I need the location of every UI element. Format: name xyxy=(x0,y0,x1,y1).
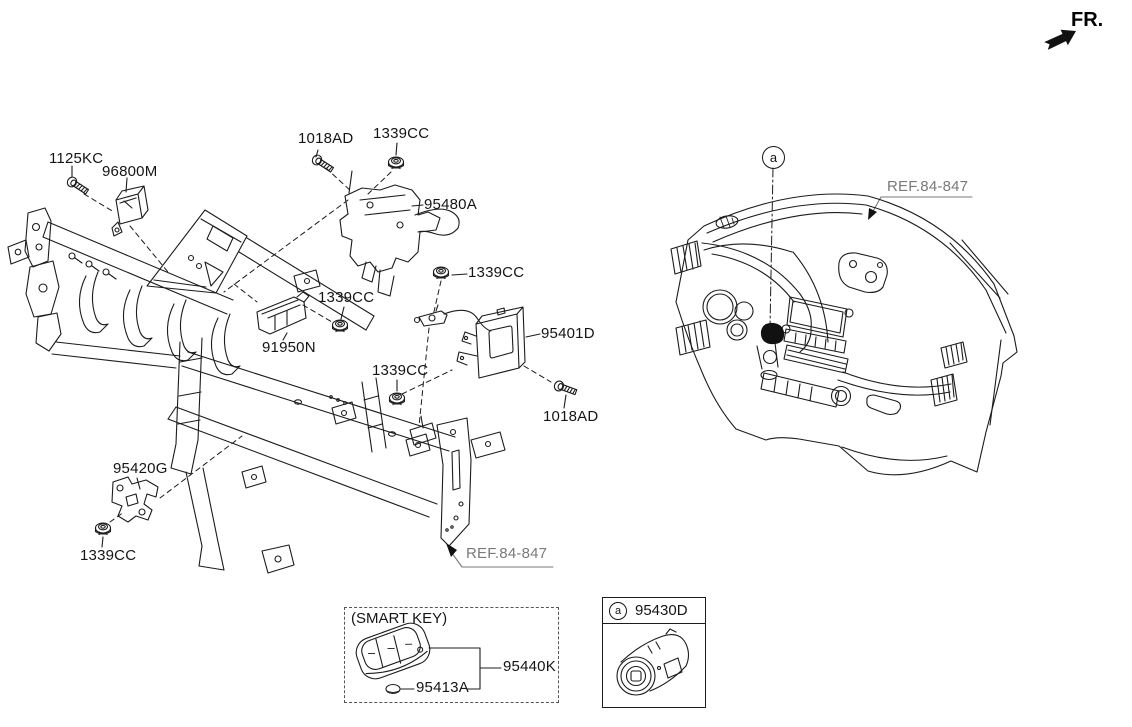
part-label-1339cc-mid-right: 1339CC xyxy=(468,264,525,281)
part-label-1339cc-lower: 1339CC xyxy=(372,362,429,379)
part-label-95420g: 95420G xyxy=(113,460,168,477)
box-a-marker: a xyxy=(609,601,627,620)
start-button-box: a 95430D xyxy=(602,597,706,708)
nut-1339cc-mid-right xyxy=(432,266,450,280)
part-label-1018ad-bottom: 1018AD xyxy=(543,408,599,425)
start-button-box-header: a 95430D xyxy=(603,598,705,624)
bolt-1018ad-bottom xyxy=(552,379,579,398)
bolt-1018ad-top xyxy=(309,152,336,175)
part-label-1339cc-bottom: 1339CC xyxy=(80,547,137,564)
callout-a-line xyxy=(769,167,774,328)
part-label-95401d: 95401D xyxy=(541,325,595,342)
nut-1339cc-bottom xyxy=(94,522,112,536)
part-label-1339cc-top: 1339CC xyxy=(373,125,430,142)
nut-1339cc-mid-left xyxy=(331,319,349,333)
part-label-95440k: 95440K xyxy=(503,658,556,675)
ref-label-dash: REF.84-847 xyxy=(887,178,969,195)
frame-crossmember-drawing xyxy=(7,207,506,574)
leader-lines xyxy=(71,142,567,548)
nut-1339cc-lower xyxy=(388,392,406,406)
fr-direction-arrow xyxy=(1044,29,1076,50)
part-label-95430d: 95430D xyxy=(635,602,688,619)
smart-key-box-title: (SMART KEY) xyxy=(351,610,448,627)
relay-module-96800m-drawing xyxy=(111,185,149,237)
callout-a-marker: a xyxy=(762,146,785,169)
part-label-95413a: 95413A xyxy=(416,679,469,696)
module-91950n-drawing xyxy=(256,291,310,335)
bolt-1125kc xyxy=(64,174,91,197)
part-label-91950n: 91950N xyxy=(262,339,316,356)
assembly-dashed-lines xyxy=(83,167,552,523)
part-label-95480a: 95480A xyxy=(424,196,477,213)
start-button-location xyxy=(760,322,785,345)
smart-key-connector-lines xyxy=(385,647,502,695)
part-label-96800m: 96800M xyxy=(102,163,158,180)
bracket-95420g-drawing xyxy=(111,476,159,523)
ref-callout-frame xyxy=(446,543,554,568)
smart-key-fob-drawing xyxy=(355,622,431,680)
module-95401d-drawing xyxy=(413,304,526,379)
nut-1339cc-top xyxy=(387,156,405,170)
dashboard-drawing xyxy=(670,193,1018,476)
battery-icon xyxy=(385,683,401,695)
bracket-95480a-drawing xyxy=(339,170,460,297)
smart-key-box: (SMART KEY) xyxy=(344,607,559,703)
ref-label-frame: REF.84-847 xyxy=(466,545,548,562)
part-label-1125kc: 1125KC xyxy=(49,150,104,167)
part-label-1339cc-mid-left: 1339CC xyxy=(318,289,375,306)
start-button-95430d-drawing xyxy=(616,628,690,696)
part-label-1018ad-top: 1018AD xyxy=(298,130,354,147)
fr-direction-label: FR. xyxy=(1071,9,1104,31)
